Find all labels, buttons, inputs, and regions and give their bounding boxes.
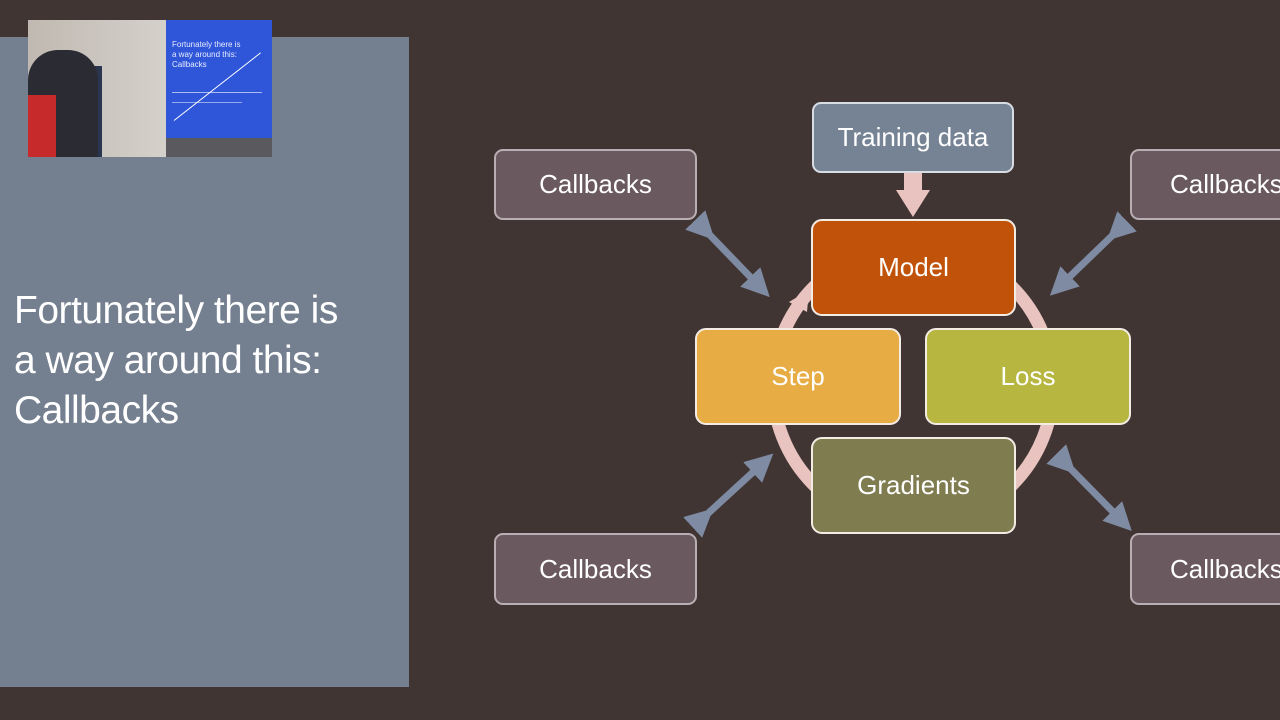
projector-screen: Fortunately there is a way around this: … — [166, 20, 272, 138]
slide-title-line-2: a way around this: — [14, 339, 322, 382]
slide-title-line-1: Fortunately there is — [14, 289, 338, 332]
gradients-label: Gradients — [857, 470, 970, 500]
projector-line-1: Fortunately there is — [172, 40, 241, 49]
callbacks-box-bottom-right: Callbacks — [1130, 533, 1280, 605]
training-data-label: Training data — [837, 122, 989, 152]
loss-box: Loss — [925, 328, 1131, 425]
training-data-arrow-shaft — [904, 173, 922, 192]
callbacks-box-top-left: Callbacks — [494, 149, 697, 220]
gradients-box: Gradients — [811, 437, 1016, 534]
model-label: Model — [878, 252, 949, 282]
slide-title-line-3: Callbacks — [14, 389, 179, 432]
loss-label: Loss — [1000, 361, 1056, 391]
speaker-shirt — [28, 95, 56, 157]
callbacks-label-bottom-left: Callbacks — [539, 553, 652, 584]
projector-line-3: Callbacks — [172, 60, 207, 69]
speaker-camera-overlay: net Fortunately there is a way around th… — [28, 20, 272, 157]
step-box: Step — [695, 328, 901, 425]
projector-screen-text: Fortunately there is a way around this: … — [172, 40, 270, 70]
cycle-arrowhead — [789, 290, 809, 312]
callback-arrow-bottom-left — [683, 453, 774, 538]
callbacks-box-top-right: Callbacks — [1130, 149, 1280, 220]
callback-arrow-top-right — [1049, 211, 1137, 296]
callback-arrow-bottom-right — [1046, 444, 1132, 531]
projector-line-2: a way around this: — [172, 50, 237, 59]
step-label: Step — [771, 361, 825, 391]
projector-rule-line — [172, 92, 262, 93]
callback-arrow-top-left — [685, 210, 770, 298]
callbacks-box-bottom-left: Callbacks — [494, 533, 697, 605]
training-data-arrowhead — [896, 190, 930, 217]
projector-rule-line-2 — [172, 102, 242, 103]
training-data-box: Training data — [812, 102, 1014, 173]
slide-title: Fortunately there is a way around this: … — [14, 286, 404, 436]
callbacks-label-top-right: Callbacks — [1170, 169, 1280, 199]
model-box: Model — [811, 219, 1016, 316]
projector-stand — [166, 138, 272, 157]
callbacks-label-top-left: Callbacks — [539, 169, 652, 199]
callbacks-label-bottom-right: Callbacks — [1170, 553, 1280, 584]
